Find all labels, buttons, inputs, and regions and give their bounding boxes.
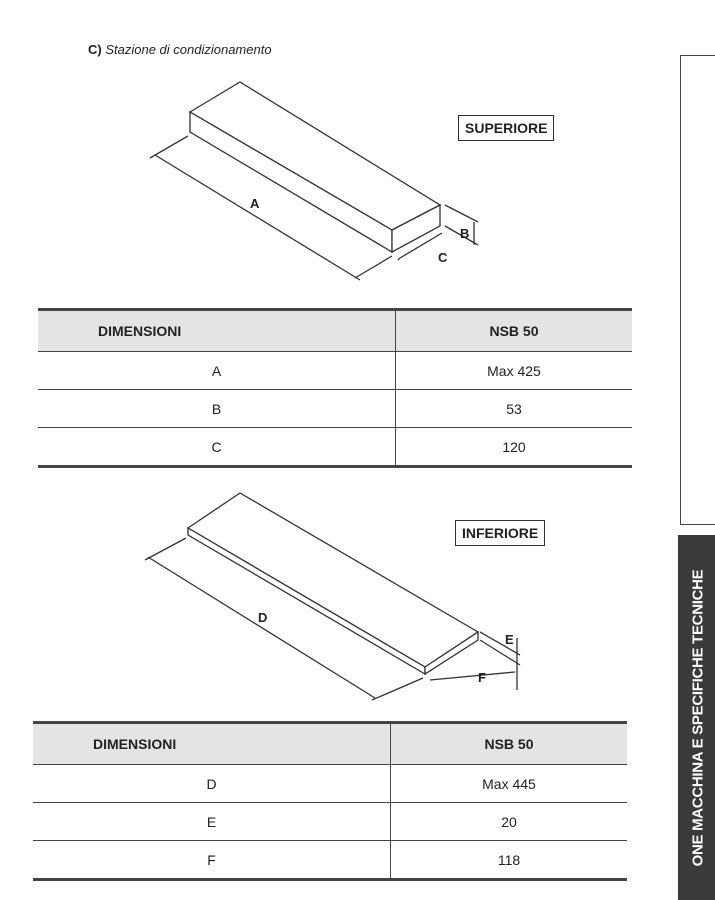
header-cell: DIMENSIONI <box>38 308 396 352</box>
cell: D <box>33 764 391 803</box>
dim-label-d: D <box>258 610 267 625</box>
cell: Max 445 <box>390 764 627 803</box>
upper-label: SUPERIORE <box>458 115 555 141</box>
side-tab-label: ONE MACCHINA E SPECIFICHE TECNICHE <box>689 569 707 866</box>
cell: B <box>38 389 396 428</box>
dim-label-a: A <box>250 196 260 211</box>
cell: A <box>38 351 396 390</box>
side-section-tab: ONE MACCHINA E SPECIFICHE TECNICHE <box>678 535 715 900</box>
header-cell: DIMENSIONI <box>33 721 391 765</box>
lower-label: INFERIORE <box>455 520 546 546</box>
cell: F <box>33 840 391 881</box>
cell: E <box>33 802 391 841</box>
dim-label-e: E <box>505 632 514 647</box>
lower-box-diagram: D E F <box>144 492 521 701</box>
dim-label-b: B <box>460 226 469 241</box>
section-prefix: C) <box>88 42 102 57</box>
cell: Max 425 <box>395 351 632 390</box>
cell: 53 <box>395 389 632 428</box>
upper-box-diagram: A B C <box>149 81 479 281</box>
section-title: C) Stazione di condizionamento <box>88 42 272 57</box>
header-cell: NSB 50 <box>395 308 632 352</box>
cell: C <box>38 427 396 468</box>
cell: 120 <box>395 427 632 468</box>
side-tab-blank <box>680 55 715 525</box>
cell: 20 <box>390 802 627 841</box>
cell: 118 <box>390 840 627 881</box>
dim-label-c: C <box>438 250 448 265</box>
dim-label-f: F <box>478 670 486 685</box>
header-cell: NSB 50 <box>390 721 627 765</box>
section-title-text: Stazione di condizionamento <box>105 42 272 57</box>
